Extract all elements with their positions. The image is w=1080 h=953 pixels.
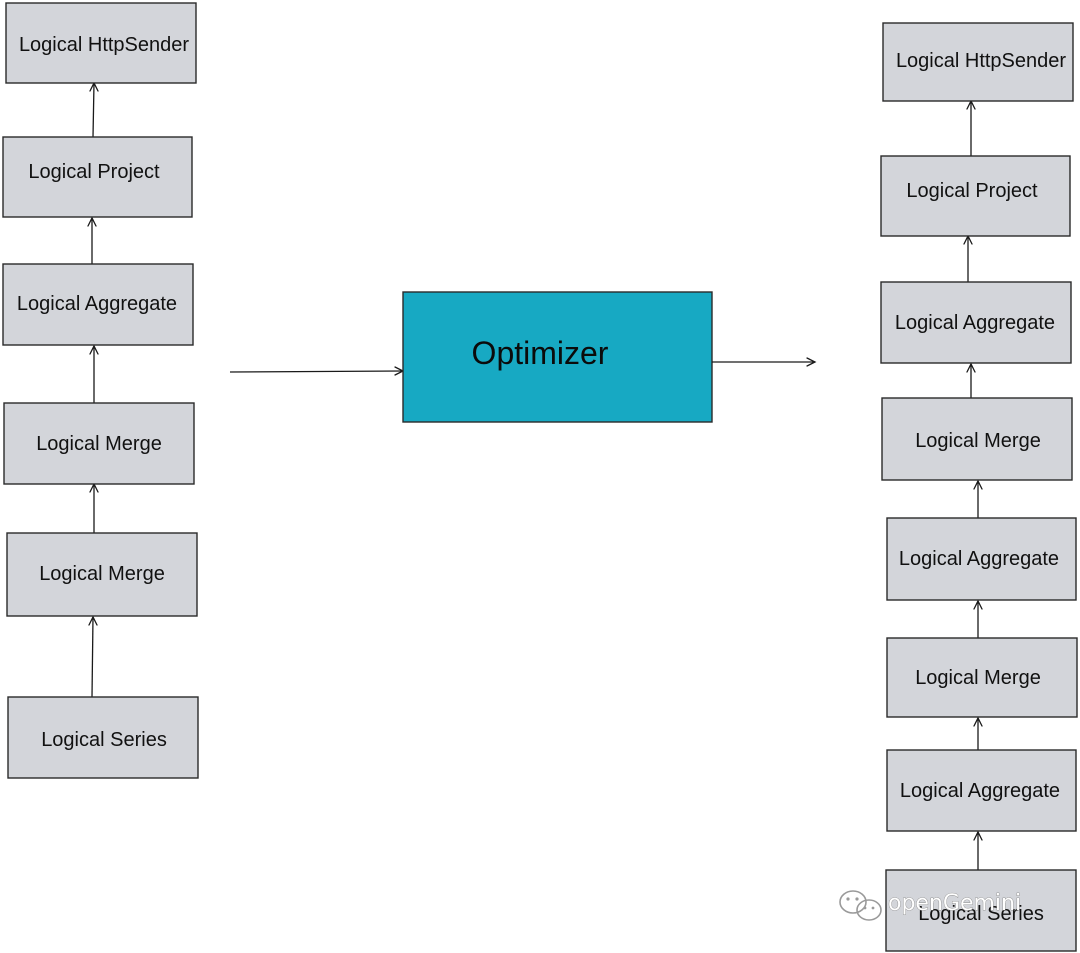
right-plan: Logical HttpSender Logical Project Logic…	[880, 22, 1078, 952]
left-node-project: Logical Project	[2, 136, 193, 218]
optimizer-stage: Optimizer	[229, 291, 817, 423]
right-node-merge-1: Logical Merge	[881, 397, 1073, 481]
left-node-merge-1-label: Logical Merge	[36, 433, 162, 455]
right-arrowhead	[973, 479, 983, 490]
right-arrowhead	[973, 599, 983, 610]
right-node-project-label: Logical Project	[906, 180, 1038, 202]
left-edge-project-to-httpsender	[92, 82, 95, 138]
right-arrowhead	[966, 362, 976, 373]
output-arrowhead	[806, 357, 817, 367]
left-node-aggregate: Logical Aggregate	[2, 263, 194, 346]
optimizer-label: Optimizer	[472, 335, 609, 371]
right-node-series: Logical Series	[885, 869, 1077, 952]
right-node-aggregate-2: Logical Aggregate	[886, 517, 1077, 601]
input-arrow	[229, 370, 404, 373]
optimizer-node: Optimizer	[402, 291, 713, 423]
right-node-httpsender: Logical HttpSender	[882, 22, 1074, 102]
right-node-aggregate-2-label: Logical Aggregate	[899, 548, 1059, 570]
right-node-merge-1-label: Logical Merge	[915, 430, 1041, 452]
left-node-aggregate-label: Logical Aggregate	[17, 293, 177, 315]
right-node-httpsender-label: Logical HttpSender	[896, 50, 1066, 72]
right-node-series-label: Logical Series	[918, 903, 1044, 925]
left-node-merge-2-label: Logical Merge	[39, 563, 165, 585]
left-arrowhead	[89, 344, 99, 355]
left-node-merge-1: Logical Merge	[3, 402, 195, 485]
left-arrowhead	[88, 615, 98, 626]
right-node-aggregate-3-label: Logical Aggregate	[900, 780, 1060, 802]
left-plan: Logical HttpSender Logical Project Logic…	[2, 2, 199, 779]
right-node-aggregate-3: Logical Aggregate	[886, 749, 1077, 832]
right-node-aggregate-1-label: Logical Aggregate	[895, 312, 1055, 334]
right-node-merge-2-label: Logical Merge	[915, 667, 1041, 689]
right-arrowhead	[973, 716, 983, 727]
right-node-merge-2: Logical Merge	[886, 637, 1078, 718]
watermark-text: openGemini	[888, 891, 1021, 916]
right-node-aggregate-1: Logical Aggregate	[880, 281, 1072, 364]
left-node-merge-2: Logical Merge	[6, 532, 198, 617]
wechat-icon	[839, 890, 882, 921]
right-node-project: Logical Project	[880, 155, 1071, 237]
left-node-series-label: Logical Series	[41, 729, 167, 751]
left-node-httpsender: Logical HttpSender	[5, 2, 197, 84]
watermark: openGemini	[839, 890, 1021, 921]
left-node-httpsender-label: Logical HttpSender	[19, 34, 189, 56]
left-edge-series-to-merge	[91, 616, 94, 698]
left-node-project-label: Logical Project	[28, 161, 160, 183]
left-node-series: Logical Series	[7, 696, 199, 779]
right-arrowhead	[973, 830, 983, 841]
left-arrowhead	[87, 216, 97, 227]
